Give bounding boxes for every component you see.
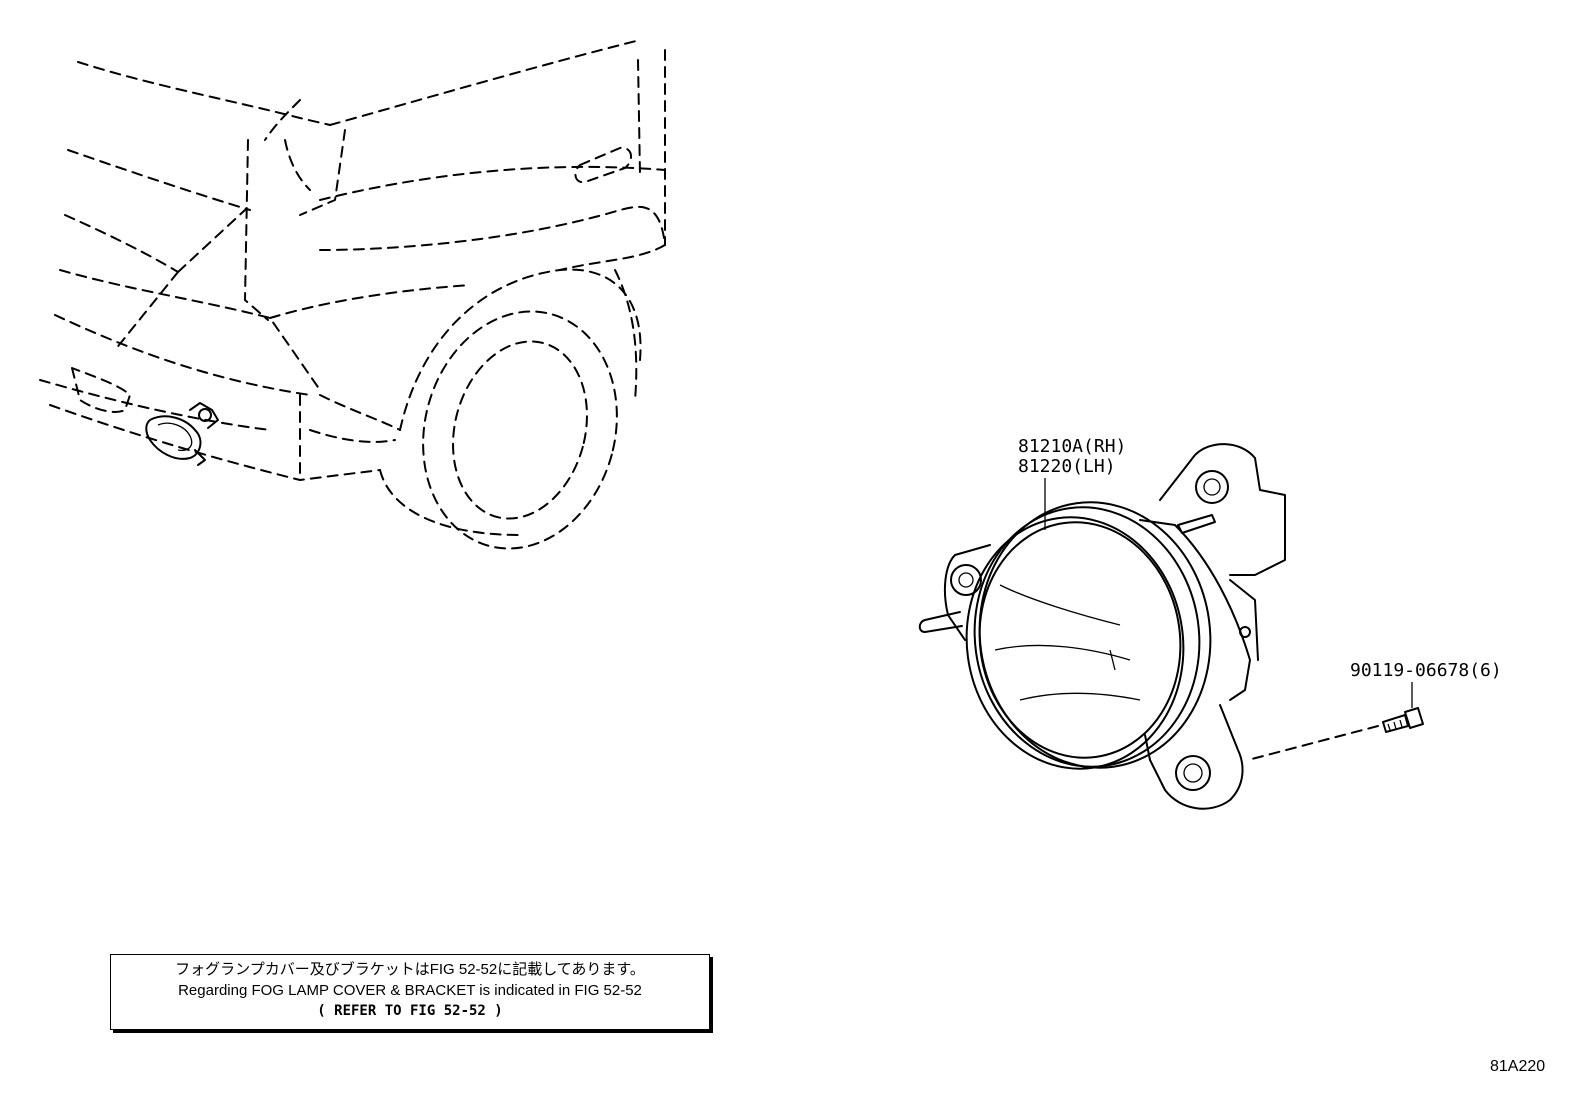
note-english: Regarding FOG LAMP COVER & BRACKET is in… <box>178 982 642 999</box>
vehicle-outline <box>39 39 666 550</box>
callout-lamp-rh: 81210A(RH) <box>1018 436 1127 457</box>
note-reference: ( REFER TO FIG 52-52 ) <box>317 1003 503 1019</box>
callout-screw: 90119-06678(6) <box>1350 660 1502 681</box>
screw-mount-dashed-line <box>1247 725 1379 761</box>
note-box: フォグランプカバー及びブラケットはFIG 52-52に記載してあります。 Reg… <box>110 954 710 1030</box>
screw-part <box>1382 707 1424 733</box>
figure-code: 81A220 <box>1490 1058 1546 1075</box>
callout-lamp-lh: 81220(LH) <box>1018 456 1116 477</box>
fog-lamp-assembly <box>918 443 1286 810</box>
note-japanese: フォグランプカバー及びブラケットはFIG 52-52に記載してあります。 <box>175 961 645 978</box>
leader-lines <box>1044 478 1413 761</box>
fog-lamp-location <box>145 402 219 466</box>
